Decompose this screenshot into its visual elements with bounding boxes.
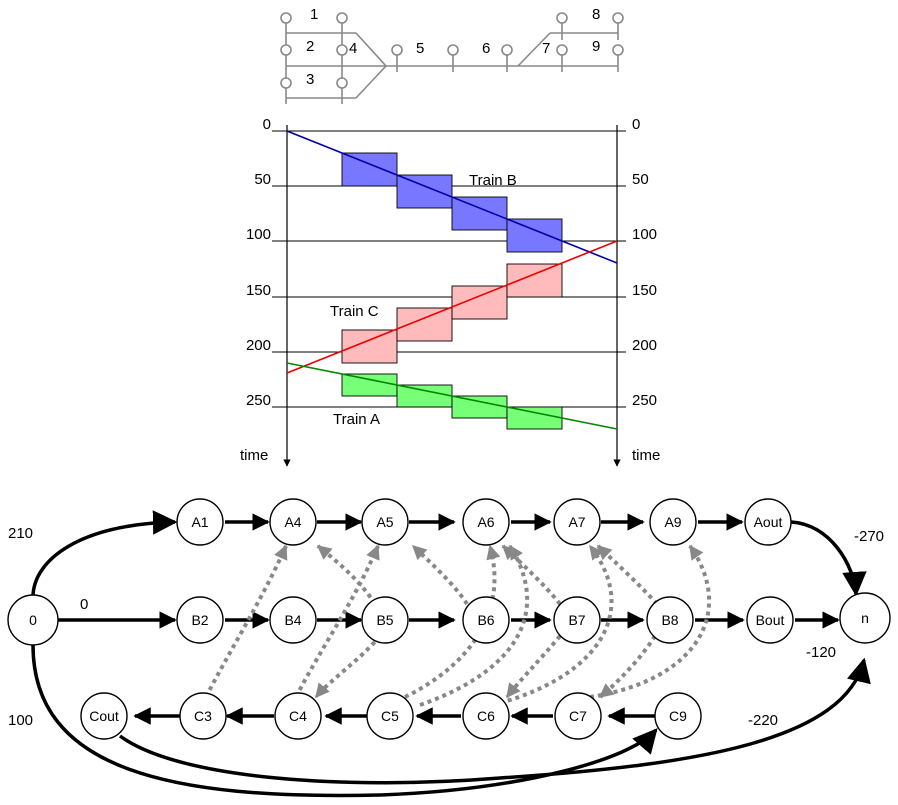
node-b4: B4 [269, 596, 317, 644]
svg-text:A7: A7 [568, 514, 585, 530]
node-b6: B6 [462, 596, 510, 644]
svg-text:C4: C4 [289, 708, 307, 724]
node-a6: A6 [462, 498, 510, 546]
svg-text:A6: A6 [477, 514, 494, 530]
right-tick-50: 50 [632, 171, 649, 188]
svg-text:n: n [861, 610, 869, 626]
svg-text:A5: A5 [376, 514, 393, 530]
left-tick-250: 250 [246, 392, 271, 409]
node-a4: A4 [269, 498, 317, 546]
node-aout: Aout [744, 498, 792, 546]
section-1: 1 [310, 6, 318, 23]
section-5: 5 [416, 40, 424, 57]
svg-text:C6: C6 [477, 708, 495, 724]
node-b5: B5 [361, 596, 409, 644]
svg-text:C3: C3 [194, 708, 212, 724]
node-c5: C5 [366, 692, 414, 740]
train-c-blocks [341, 263, 563, 364]
node-c4: C4 [274, 692, 322, 740]
timeline-axes [283, 125, 621, 467]
section-4: 4 [349, 40, 357, 57]
svg-text:C7: C7 [569, 708, 587, 724]
right-tick-labels: 0 50 100 150 200 250 time [632, 116, 660, 464]
weight-b-to-n: -120 [806, 644, 836, 661]
svg-text:A1: A1 [191, 514, 208, 530]
section-7: 7 [542, 40, 550, 57]
timeline-gridlines [272, 130, 626, 408]
straight-edges [58, 513, 840, 725]
node-a5: A5 [361, 498, 409, 546]
signal-heads [280, 12, 624, 89]
train-c-line [286, 240, 618, 374]
right-tick-200: 200 [632, 337, 657, 354]
svg-text:C5: C5 [381, 708, 399, 724]
right-tick-250: 250 [632, 392, 657, 409]
weight-to-a: 210 [8, 525, 33, 542]
node-b8: B8 [646, 596, 694, 644]
svg-text:Cout: Cout [89, 708, 119, 724]
train-b-line [286, 130, 618, 264]
weight-c-to-n: -220 [748, 712, 778, 729]
section-8: 8 [592, 6, 600, 23]
node-sink: n [839, 592, 891, 644]
train-b-label: Train B [469, 172, 517, 189]
svg-text:B4: B4 [284, 612, 301, 628]
curved-edges [31, 510, 871, 798]
svg-text:A4: A4 [284, 514, 301, 530]
weight-to-b: 0 [80, 596, 88, 613]
svg-text:0: 0 [29, 612, 37, 628]
train-b-blocks [341, 152, 563, 253]
right-tick-150: 150 [632, 282, 657, 299]
left-axis-label: time [240, 447, 268, 464]
train-a-line [286, 362, 618, 430]
node-c3: C3 [179, 692, 227, 740]
left-tick-0: 0 [263, 116, 271, 133]
svg-text:C9: C9 [669, 708, 687, 724]
section-2: 2 [306, 38, 314, 55]
graph-nodes: A1 A4 A5 A6 A7 A9 Aout 0 B2 B4 B5 B6 B7 … [7, 498, 891, 740]
svg-text:Bout: Bout [756, 612, 785, 628]
node-c6: C6 [462, 692, 510, 740]
right-tick-100: 100 [632, 226, 657, 243]
node-c9: C9 [654, 692, 702, 740]
svg-text:Aout: Aout [754, 514, 783, 530]
dashed-edges [204, 544, 712, 707]
svg-text:B8: B8 [661, 612, 678, 628]
left-tick-100: 100 [246, 226, 271, 243]
train-c-label: Train C [330, 303, 379, 320]
weight-to-c: 100 [8, 712, 33, 729]
node-cout: Cout [80, 692, 128, 740]
track-layout [285, 20, 619, 104]
edge-weights: 210 0 100 -270 -120 -220 [8, 525, 884, 729]
svg-text:B6: B6 [477, 612, 494, 628]
svg-text:B5: B5 [376, 612, 393, 628]
svg-text:B7: B7 [568, 612, 585, 628]
right-axis-label: time [632, 447, 660, 464]
left-tick-50: 50 [254, 171, 271, 188]
node-a1: A1 [176, 498, 224, 546]
node-a7: A7 [553, 498, 601, 546]
section-3: 3 [306, 71, 314, 88]
node-b7: B7 [553, 596, 601, 644]
left-tick-labels: 0 50 100 150 200 250 time [240, 116, 271, 464]
left-tick-200: 200 [246, 337, 271, 354]
node-a9: A9 [649, 498, 697, 546]
node-b2: B2 [176, 596, 224, 644]
svg-text:B2: B2 [191, 612, 208, 628]
node-c7: C7 [554, 692, 602, 740]
weight-a-to-n: -270 [854, 528, 884, 545]
node-source: 0 [7, 594, 59, 646]
svg-text:A9: A9 [664, 514, 681, 530]
train-a-label: Train A [333, 411, 380, 428]
node-bout: Bout [746, 596, 794, 644]
section-6: 6 [482, 40, 490, 57]
section-9: 9 [592, 38, 600, 55]
right-tick-0: 0 [632, 116, 640, 133]
left-tick-150: 150 [246, 282, 271, 299]
section-numbers: 1 2 3 4 5 6 7 8 9 [306, 6, 600, 88]
